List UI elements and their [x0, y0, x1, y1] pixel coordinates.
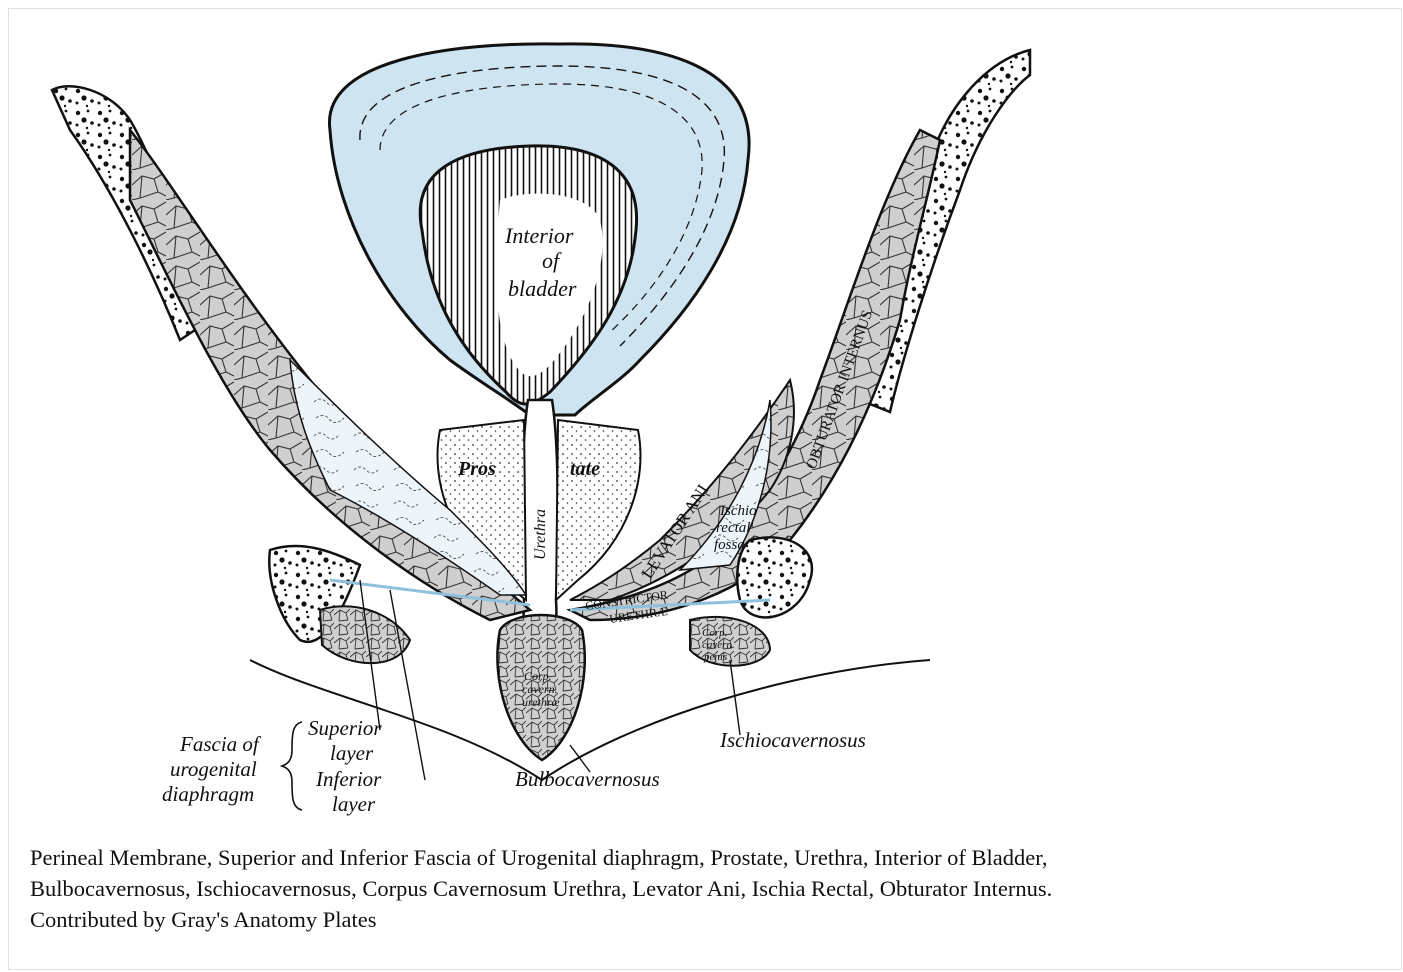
- label-inferior-1: Inferior: [315, 767, 382, 791]
- label-of: of: [542, 248, 562, 273]
- label-urethrae-small: urethræ: [522, 695, 560, 709]
- label-penis-corp: Corp.: [702, 627, 727, 639]
- label-interior: Interior: [504, 223, 574, 248]
- label-tate: tate: [570, 458, 600, 480]
- label-fossa: fossa: [714, 537, 745, 553]
- label-bulbocavernosus: Bulbocavernosus: [515, 767, 660, 791]
- label-fascia-2: urogenital: [170, 757, 257, 781]
- label-pros: Pros: [457, 458, 496, 480]
- label-bladder: bladder: [508, 276, 577, 301]
- label-penis: penis: [703, 651, 727, 663]
- label-ischio: Ischio: [719, 503, 757, 519]
- label-superior-2: layer: [330, 741, 374, 765]
- label-superior-1: Superior: [308, 716, 382, 740]
- label-rectal: rectal: [716, 520, 750, 536]
- label-cavern: cavern.: [522, 682, 558, 696]
- caption-line-1: Perineal Membrane, Superior and Inferior…: [30, 842, 1390, 873]
- label-ischiocavernosus: Ischiocavernosus: [719, 728, 866, 752]
- figure-caption: Perineal Membrane, Superior and Inferior…: [30, 842, 1390, 935]
- label-corp: Corp.: [524, 669, 552, 683]
- label-urethra: Urethra: [532, 509, 549, 560]
- fascia-brace: [282, 722, 302, 810]
- label-penis-cavern: cavern.: [702, 639, 735, 651]
- label-fascia-3: diaphragm: [162, 782, 254, 806]
- caption-line-2: Bulbocavernosus, Ischiocavernosus, Corpu…: [30, 873, 1390, 904]
- caption-line-3: Contributed by Gray's Anatomy Plates: [30, 904, 1390, 935]
- label-fascia-1: Fascia of: [179, 732, 262, 756]
- anatomy-figure: Interior of bladder Pros tate Urethra LE…: [30, 20, 1070, 820]
- label-inferior-2: layer: [332, 792, 376, 816]
- anatomy-svg: Interior of bladder Pros tate Urethra LE…: [30, 20, 1070, 820]
